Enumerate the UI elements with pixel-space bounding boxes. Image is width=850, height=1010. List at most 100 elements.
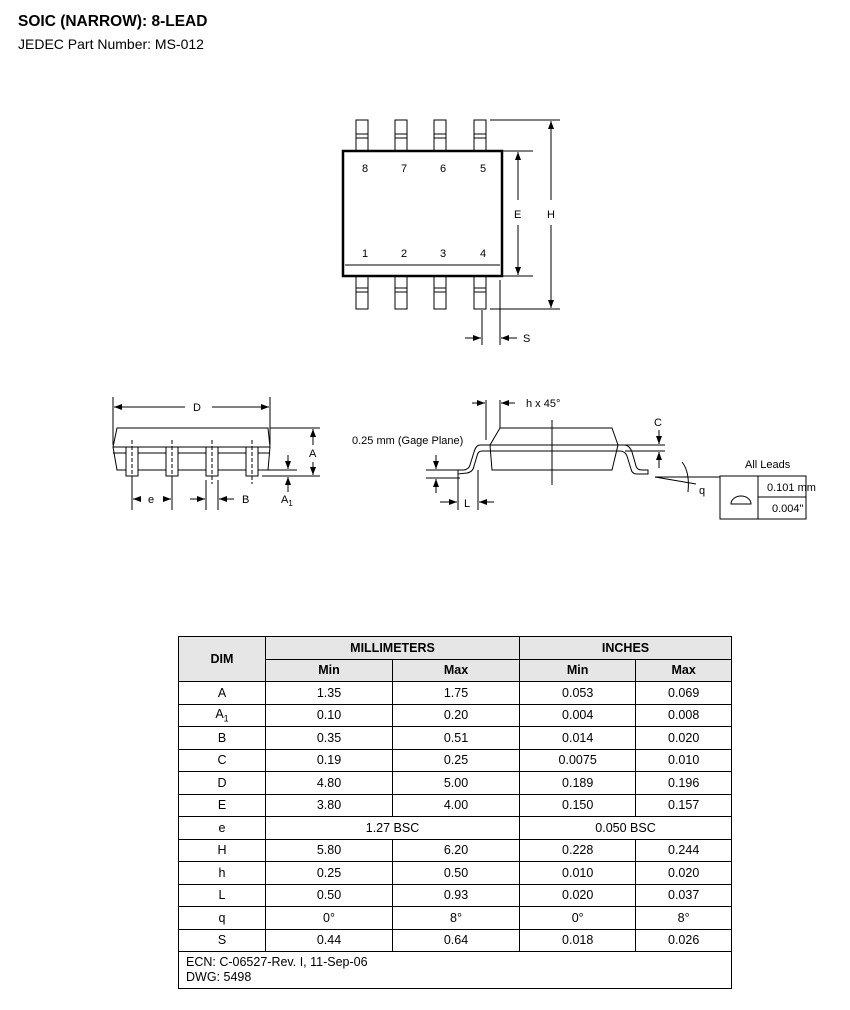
in-cell: 0.050 BSC bbox=[519, 816, 732, 840]
mm-max-cell: 0.64 bbox=[392, 928, 521, 952]
mm-max-cell: 1.75 bbox=[392, 681, 521, 705]
mm-header: MILLIMETERS bbox=[264, 636, 521, 660]
dim-cell: A1 bbox=[178, 703, 266, 727]
lead bbox=[433, 119, 447, 152]
in-max-cell: 0.037 bbox=[635, 883, 732, 907]
in-max-header: Max bbox=[635, 658, 732, 682]
label-D: D bbox=[193, 402, 201, 414]
mm-min-cell: 0.25 bbox=[264, 861, 394, 885]
lead bbox=[394, 119, 408, 152]
mm-min-cell: 4.80 bbox=[264, 771, 394, 795]
in-header: INCHES bbox=[519, 636, 732, 660]
in-min-cell: 0.004 bbox=[519, 703, 637, 727]
pin-3: 3 bbox=[440, 248, 446, 260]
dim-cell: L bbox=[178, 883, 266, 907]
in-min-cell: 0° bbox=[519, 906, 637, 930]
mm-min-cell: 1.35 bbox=[264, 681, 394, 705]
flatness-in: 0.004" bbox=[772, 503, 804, 515]
pin-2: 2 bbox=[401, 248, 407, 260]
lead bbox=[355, 119, 369, 152]
in-min-cell: 0.014 bbox=[519, 726, 637, 750]
label-L: L bbox=[464, 498, 470, 510]
pin-5: 5 bbox=[480, 163, 486, 175]
in-min-cell: 0.018 bbox=[519, 928, 637, 952]
mm-min-cell: 5.80 bbox=[264, 838, 394, 862]
mm-min-cell: 0.35 bbox=[264, 726, 394, 750]
label-E: E bbox=[514, 209, 521, 221]
dim-cell: H bbox=[178, 838, 266, 862]
mm-min-cell: 0.44 bbox=[264, 928, 394, 952]
dim-cell: q bbox=[178, 906, 266, 930]
in-min-cell: 0.150 bbox=[519, 793, 637, 817]
in-min-cell: 0.189 bbox=[519, 771, 637, 795]
dim-cell: B bbox=[178, 726, 266, 750]
pin-8: 8 bbox=[362, 163, 368, 175]
footer-line: DWG: 5498 bbox=[186, 970, 252, 984]
mm-min-cell: 0.19 bbox=[264, 748, 394, 772]
label-A1: A1 bbox=[281, 494, 293, 508]
flatness-mm: 0.101 mm bbox=[767, 482, 816, 494]
label-all-leads: All Leads bbox=[745, 459, 791, 471]
in-min-header: Min bbox=[519, 658, 637, 682]
label-chamfer: h x 45° bbox=[526, 398, 560, 410]
in-min-cell: 0.053 bbox=[519, 681, 637, 705]
flatness-icon bbox=[730, 495, 752, 505]
mm-max-cell: 8° bbox=[392, 906, 521, 930]
in-max-cell: 0.157 bbox=[635, 793, 732, 817]
mm-min-cell: 3.80 bbox=[264, 793, 394, 817]
label-S: S bbox=[523, 333, 530, 345]
pin-7: 7 bbox=[401, 163, 407, 175]
in-min-cell: 0.228 bbox=[519, 838, 637, 862]
in-min-cell: 0.020 bbox=[519, 883, 637, 907]
in-max-cell: 0.020 bbox=[635, 726, 732, 750]
dim-cell: C bbox=[178, 748, 266, 772]
dim-cell: D bbox=[178, 771, 266, 795]
in-max-cell: 0.010 bbox=[635, 748, 732, 772]
in-min-cell: 0.0075 bbox=[519, 748, 637, 772]
dim-cell: E bbox=[178, 793, 266, 817]
mm-max-cell: 6.20 bbox=[392, 838, 521, 862]
label-B: B bbox=[242, 494, 249, 506]
mm-max-cell: 4.00 bbox=[392, 793, 521, 817]
end-view: h x 45° 0.25 mm (Gage Plane) L C q All L… bbox=[352, 398, 816, 520]
in-min-cell: 0.010 bbox=[519, 861, 637, 885]
dim-cell: h bbox=[178, 861, 266, 885]
mm-min-cell: 0.50 bbox=[264, 883, 394, 907]
mm-max-cell: 0.20 bbox=[392, 703, 521, 727]
dim-cell: A bbox=[178, 681, 266, 705]
mm-max-cell: 5.00 bbox=[392, 771, 521, 795]
in-max-cell: 0.026 bbox=[635, 928, 732, 952]
mm-cell: 1.27 BSC bbox=[264, 816, 521, 840]
mm-min-cell: 0.10 bbox=[264, 703, 394, 727]
label-H: H bbox=[547, 209, 555, 221]
pin-1: 1 bbox=[362, 248, 368, 260]
footer-line: ECN: C-06527-Rev. I, 11-Sep-06 bbox=[186, 955, 368, 969]
lead bbox=[473, 119, 487, 152]
label-A: A bbox=[309, 448, 317, 460]
dim-header: DIM bbox=[178, 636, 266, 682]
pin-6: 6 bbox=[440, 163, 446, 175]
in-max-cell: 0.069 bbox=[635, 681, 732, 705]
in-max-cell: 0.244 bbox=[635, 838, 732, 862]
pin-4: 4 bbox=[480, 248, 486, 260]
in-max-cell: 0.196 bbox=[635, 771, 732, 795]
jedec-part-number: JEDEC Part Number: MS-012 bbox=[18, 36, 204, 52]
mm-max-cell: 0.93 bbox=[392, 883, 521, 907]
mm-max-cell: 0.50 bbox=[392, 861, 521, 885]
label-e: e bbox=[148, 494, 154, 506]
in-max-cell: 0.008 bbox=[635, 703, 732, 727]
mm-min-header: Min bbox=[264, 658, 394, 682]
in-max-cell: 8° bbox=[635, 906, 732, 930]
dim-cell: S bbox=[178, 928, 266, 952]
